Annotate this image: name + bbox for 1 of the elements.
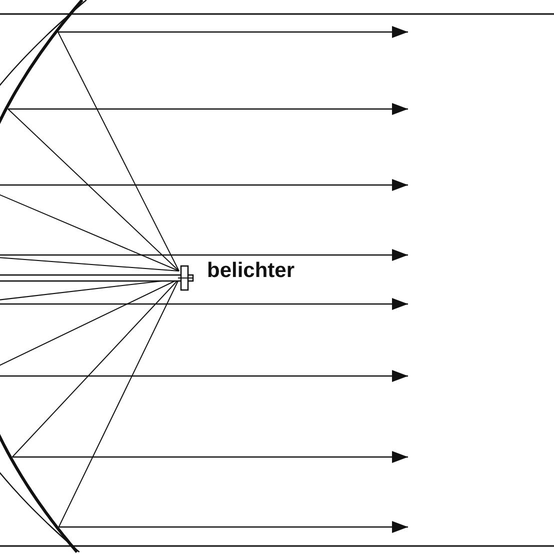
feed-label: belichter <box>207 259 295 283</box>
